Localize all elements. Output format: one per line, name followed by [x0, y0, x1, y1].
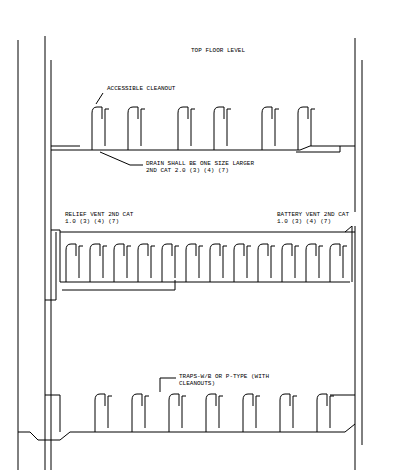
trap-vent: [141, 109, 145, 146]
fixture-trap: [206, 394, 216, 432]
fixture-trap: [162, 244, 172, 282]
leader-line: [160, 378, 176, 379]
battery-vent: [60, 232, 355, 233]
fixture-trap: [282, 244, 292, 282]
drain-pipe: [51, 146, 80, 147]
trap-vent: [295, 246, 299, 278]
fixture-trap: [95, 394, 105, 432]
fixture-trap: [169, 394, 179, 432]
fixture-trap: [306, 244, 316, 282]
drain-pipe: [18, 424, 355, 440]
trap-vent: [293, 396, 297, 428]
fixture-trap: [210, 244, 220, 282]
vent-pipe: [45, 395, 60, 432]
drain-pipe: [62, 280, 175, 290]
trap-vent: [271, 246, 275, 278]
fixture-trap: [92, 107, 102, 150]
trap-vent: [256, 396, 260, 428]
trap-vent: [223, 246, 227, 278]
fixture-trap: [258, 244, 268, 282]
stack-pipe: [18, 40, 19, 470]
stack-pipe: [355, 38, 356, 470]
fixture-trap: [234, 244, 244, 282]
trap-vent: [151, 246, 155, 278]
note-label: DRAIN SHALL BE ONE SIZE LARGER 2ND CAT 2…: [145, 161, 267, 175]
drain-pipe: [296, 146, 340, 152]
fixture-trap: [186, 244, 196, 282]
fixture-trap: [132, 394, 142, 432]
trap-vent: [103, 246, 107, 278]
drain-pipe: [51, 146, 355, 150]
drain-pipe: [51, 230, 350, 282]
trap-vent: [108, 396, 112, 428]
fixture-trap: [280, 394, 290, 432]
leader-line: [96, 93, 103, 104]
vent-pipe: [330, 395, 355, 396]
fixture-trap: [114, 244, 124, 282]
trap-vent: [227, 109, 231, 146]
trap-vent: [319, 246, 323, 278]
fixture-trap: [298, 107, 308, 150]
trap-vent: [191, 109, 195, 146]
leader-line: [160, 378, 161, 392]
fixture-trap: [330, 244, 340, 282]
fixture-trap: [90, 244, 100, 282]
note-label: BATTERY VENT 2ND CAT 1.0 (3) (4) (7): [276, 212, 358, 226]
relief-vent: [45, 232, 56, 300]
stack-pipe: [362, 60, 363, 445]
fixture-trap: [128, 107, 138, 150]
fixture-trap: [262, 107, 272, 150]
trap-vent: [127, 246, 131, 278]
trap-vent: [182, 396, 186, 428]
stack-pipe: [51, 60, 52, 470]
note-label: TRAPS-W/B OR P-TYPE (WITH CLEANOUTS): [178, 374, 280, 388]
trap-vent: [175, 246, 179, 278]
fixture-trap: [317, 394, 327, 432]
fixture-trap: [243, 394, 253, 432]
note-label: ACCESSIBLE CLEANOUT: [106, 86, 198, 93]
trap-vent: [145, 396, 149, 428]
trap-vent: [275, 109, 279, 146]
leader-line: [100, 152, 143, 165]
trap-vent: [79, 246, 83, 278]
note-label: TOP FLOOR LEVEL: [190, 48, 272, 55]
fixture-trap: [178, 107, 188, 150]
fixture-trap: [138, 244, 148, 282]
trap-vent: [219, 396, 223, 428]
trap-vent: [105, 109, 109, 146]
vent-pipe: [345, 226, 352, 282]
note-label: RELIEF VENT 2ND CAT 1.0 (3) (4) (7): [64, 212, 136, 226]
fixture-trap: [66, 244, 76, 282]
trap-vent: [199, 246, 203, 278]
trap-vent: [343, 246, 347, 278]
trap-vent: [311, 109, 315, 146]
trap-vent: [247, 246, 251, 278]
trap-vent: [330, 396, 334, 428]
stack-pipe: [45, 36, 46, 470]
fixture-trap: [214, 107, 224, 150]
